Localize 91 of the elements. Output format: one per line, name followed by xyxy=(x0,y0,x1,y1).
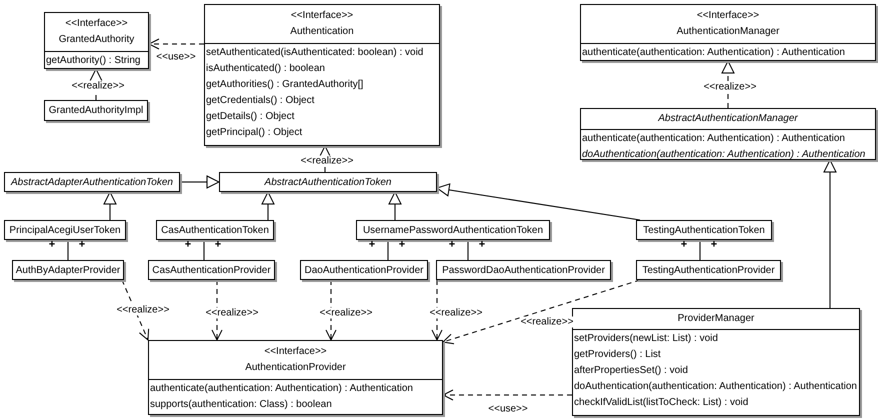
edge-label: <<realize>> xyxy=(116,304,170,316)
method-text: afterPropertiesSet() : void xyxy=(574,364,689,378)
inheritance-arrow xyxy=(104,192,116,220)
class-name: UsernamePasswordAuthenticationToken xyxy=(362,224,544,238)
class-box xyxy=(44,100,148,121)
class-box xyxy=(580,4,876,61)
end-mark: + xyxy=(48,240,56,250)
dependency-arrow xyxy=(442,390,572,400)
edge-label: <<realize>> xyxy=(204,308,260,318)
class-box xyxy=(636,260,781,280)
class-name: PasswordDaoAuthenticationProvider xyxy=(442,264,605,278)
dependency-arrow xyxy=(432,280,442,340)
edge-label: <<realize>> xyxy=(702,82,758,92)
class-name: AbstractAuthenticationToken xyxy=(264,176,392,190)
class-name: TestingAuthenticationToken xyxy=(643,224,765,238)
inheritance-arrow xyxy=(262,192,274,220)
method-text: getAuthority() : String xyxy=(46,54,142,68)
dependency-arrow xyxy=(442,280,640,344)
end-mark: + xyxy=(184,240,192,250)
class-box xyxy=(148,340,443,415)
dependency-arrow xyxy=(326,280,336,340)
edge-label: <<use>> xyxy=(487,404,529,414)
class-name: CasAuthenticationToken xyxy=(161,224,269,238)
method-text: setProviders(newList: List) : void xyxy=(574,332,719,346)
class-name: AbstractAuthenticationManager xyxy=(658,112,798,126)
class-name: AuthenticationManager xyxy=(676,25,780,39)
dependency-arrow xyxy=(122,280,150,340)
class-name: ProviderManager xyxy=(678,312,754,326)
inheritance-arrow xyxy=(436,183,640,220)
class-box xyxy=(636,220,772,240)
class-box xyxy=(44,12,149,69)
class-box xyxy=(148,260,275,280)
method-text: checkIfValidList(listToCheck: List) : void xyxy=(574,396,750,410)
class-box xyxy=(572,308,860,416)
method-text: authenticate(authentication: Authentication) : Authentication xyxy=(150,382,414,396)
edge-label: <<realize>> xyxy=(300,156,354,166)
class-name: Authentication xyxy=(290,25,354,39)
end-mark: + xyxy=(680,240,688,250)
edge-label: <<realize>> xyxy=(70,80,126,92)
class-box xyxy=(219,172,437,192)
stereotype-label: <<Interface>> xyxy=(264,345,327,359)
class-box xyxy=(356,220,550,240)
stereotype-label: <<Interface>> xyxy=(65,17,128,31)
class-name: AuthByAdapterProvider xyxy=(16,264,120,278)
edge-label: <<realize>> xyxy=(318,308,374,318)
dependency-arrow xyxy=(212,280,222,340)
class-name: TestingAuthenticationProvider xyxy=(642,264,775,278)
method-text: authenticate(authentication: Authentication) : Authentication xyxy=(582,46,846,60)
method-text: getCredentials() : Object xyxy=(206,94,316,108)
method-text: getPrincipal() : Object xyxy=(206,126,304,140)
end-mark: + xyxy=(478,240,486,250)
class-box xyxy=(300,260,428,280)
method-text: getDetails() : Object xyxy=(206,110,296,124)
method-text: supports(authentication: Class) : boolean xyxy=(150,398,333,412)
class-name: AbstractAdapterAuthenticationToken xyxy=(11,176,173,190)
method-text: setAuthenticated(isAuthenticated: boolean) : void xyxy=(206,46,424,60)
class-name: GrantedAuthority xyxy=(58,33,134,47)
method-text: getProviders() : List xyxy=(574,348,662,362)
class-name: DaoAuthenticationProvider xyxy=(304,264,424,278)
inheritance-arrow xyxy=(722,60,734,108)
class-box xyxy=(4,220,126,240)
edge-label: <<use>> xyxy=(155,52,197,62)
class-name: AuthenticationProvider xyxy=(245,361,346,375)
class-box xyxy=(204,4,440,146)
edge-label: <<realize>> xyxy=(428,308,484,318)
class-box xyxy=(580,108,876,160)
method-text: isAuthenticated() : boolean xyxy=(206,62,326,76)
class-name: PrincipalAcegiUserToken xyxy=(9,224,121,238)
end-mark: + xyxy=(214,240,222,250)
inheritance-arrow xyxy=(388,192,402,220)
end-mark: + xyxy=(368,240,376,250)
class-box xyxy=(4,172,180,192)
class-box xyxy=(436,260,611,280)
method-text: doAuthentication(authentication: Authentication) : Authentication xyxy=(574,380,858,394)
end-mark: + xyxy=(78,240,86,250)
method-text: doAuthentication(authentication: Authentication) : Authentication xyxy=(582,148,866,162)
class-box xyxy=(12,260,124,280)
method-text: authenticate(authentication: Authentication) : Authentication xyxy=(582,132,846,146)
stereotype-label: <<Interface>> xyxy=(696,9,760,23)
method-text: getAuthorities() : GrantedAuthority[] xyxy=(206,78,364,92)
class-box xyxy=(156,220,274,240)
edge-label: <<realize>> xyxy=(520,316,574,328)
inheritance-arrow xyxy=(180,176,220,188)
end-mark: + xyxy=(398,240,406,250)
end-mark: + xyxy=(448,240,456,250)
end-mark: + xyxy=(710,240,718,250)
class-name: GrantedAuthorityImpl xyxy=(48,104,144,118)
class-name: CasAuthenticationProvider xyxy=(152,264,271,278)
inheritance-arrow xyxy=(824,160,836,308)
dependency-arrow xyxy=(148,38,204,50)
stereotype-label: <<Interface>> xyxy=(290,9,354,23)
